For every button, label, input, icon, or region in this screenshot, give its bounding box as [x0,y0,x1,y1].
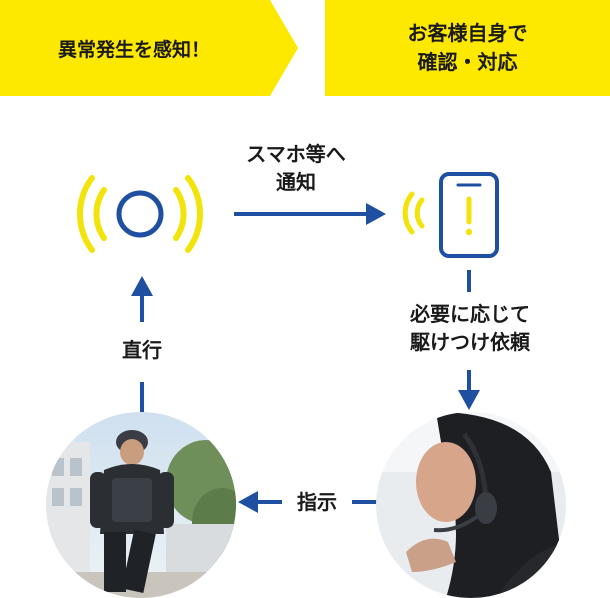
arrow-notify [234,203,386,225]
label-request-line1: 必要に応じて [410,302,530,326]
label-dispatch: 直行 [108,336,176,364]
banner-sensing-text: 異常発生を感知！ [57,38,210,61]
label-notify-line1: スマホ等へ [246,142,346,166]
banner-self-check-line1: お客様自身で [407,21,528,45]
label-request-line2: 駆けつけ依頼 [410,330,530,354]
label-instruct-text: 指示 [297,490,337,514]
label-notify-line2: 通知 [276,170,316,194]
banner-self-check-line2: 確認・対応 [417,50,518,74]
label-instruct: 指示 [284,488,350,516]
security-guard-photo [46,412,236,598]
arrow-request [458,270,480,410]
label-dispatch-text: 直行 [122,338,162,362]
sensor-signal-icon [77,175,203,253]
banner-sensing: 異常発生を感知！ [0,0,298,96]
operator-headset-photo [376,412,566,598]
arrow-dispatch [131,276,153,412]
smartphone-alert-icon [402,172,499,258]
banner-self-check: お客様自身で 確認・対応 [325,0,610,96]
label-request: 必要に応じて 駆けつけ依頼 [388,300,552,356]
label-notify: スマホ等へ 通知 [236,140,356,196]
